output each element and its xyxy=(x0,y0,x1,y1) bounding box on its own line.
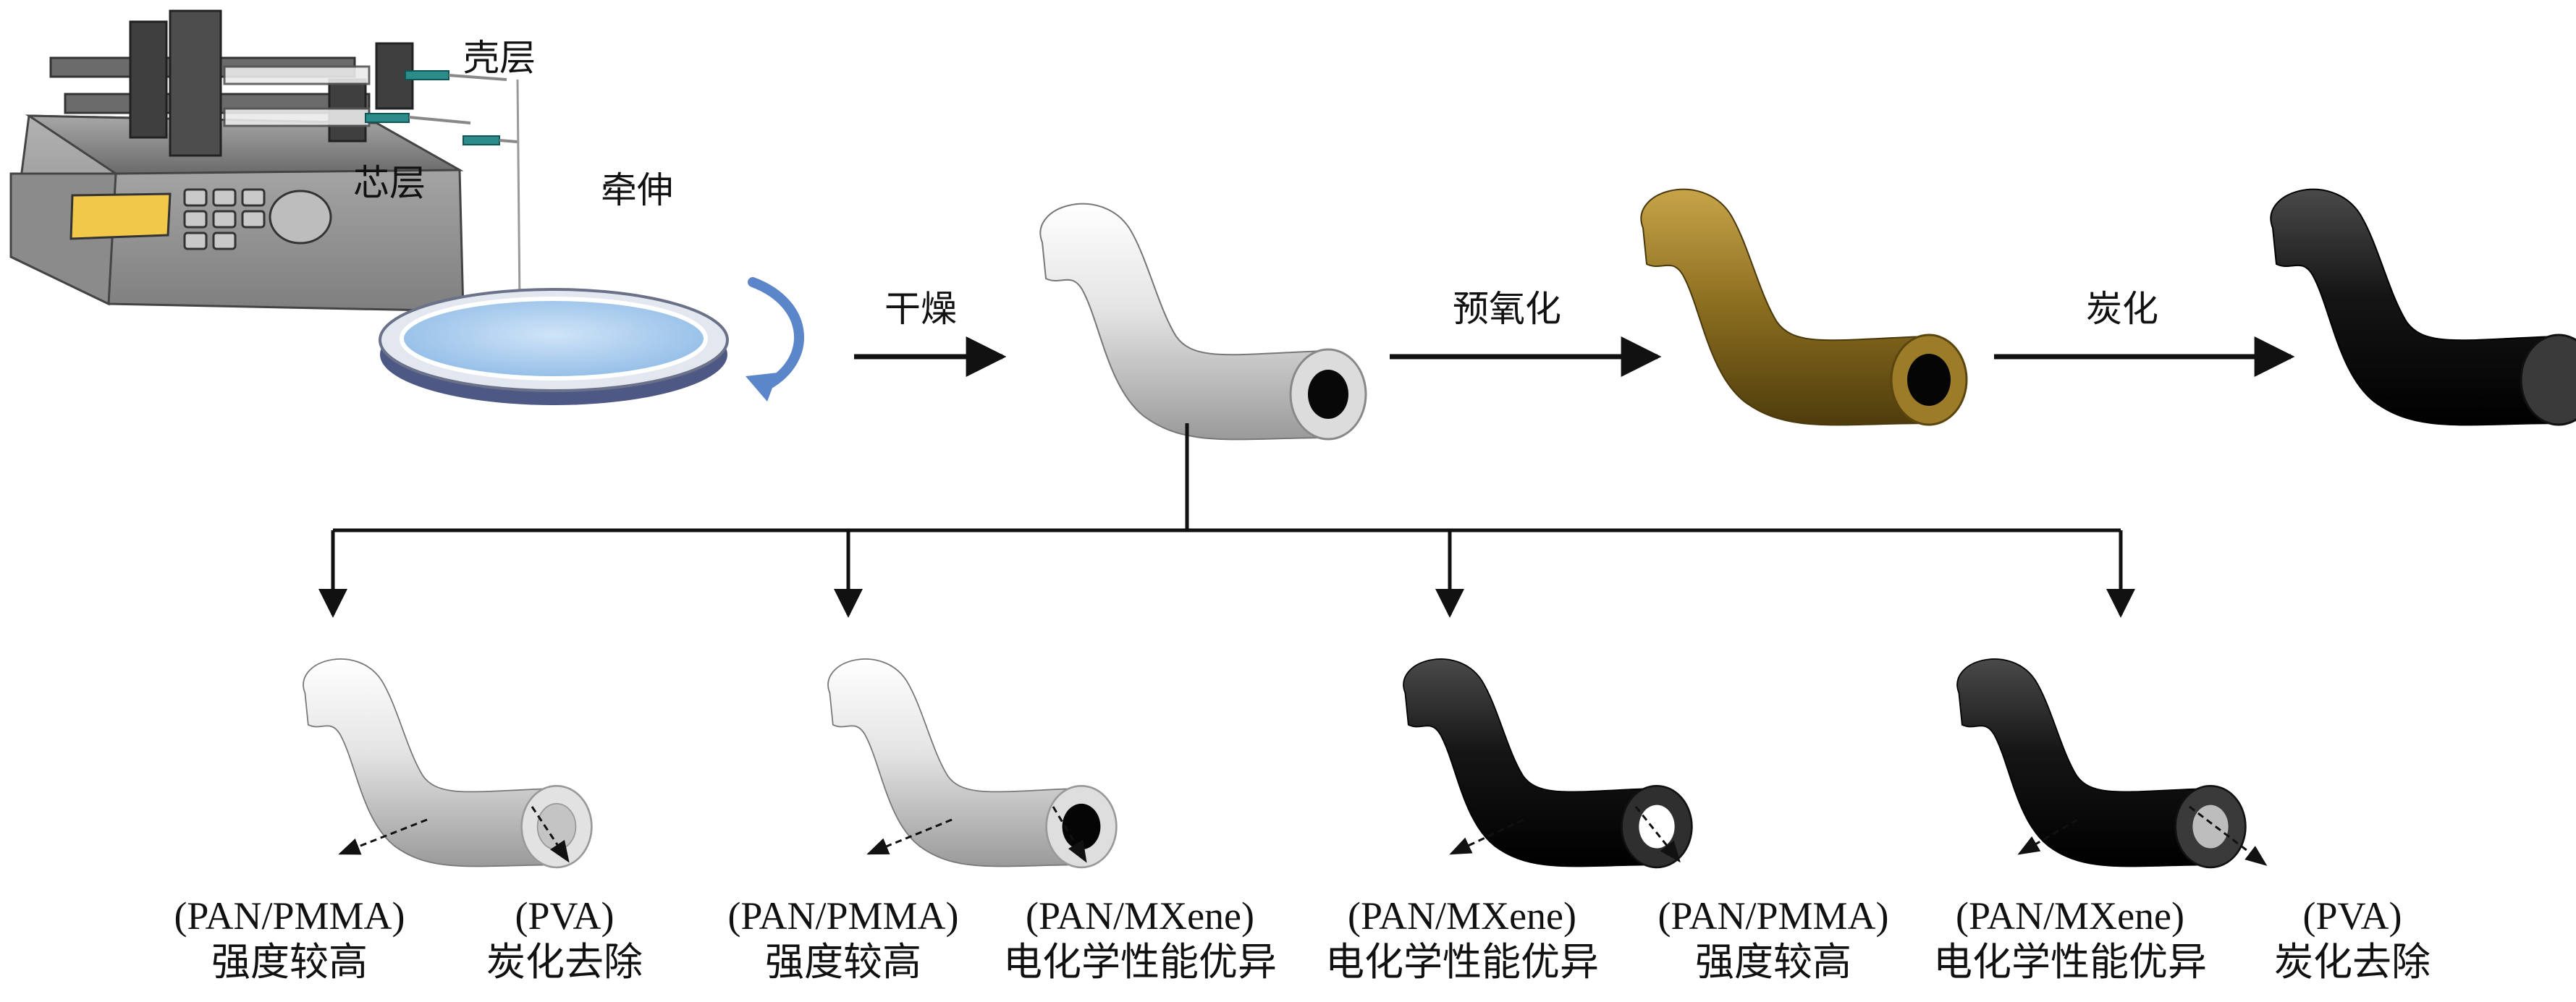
shell-label: 壳层 xyxy=(463,37,536,79)
caption-3-left-material: (PAN/MXene) xyxy=(1348,894,1576,938)
caption-1-left-property: 强度较高 xyxy=(211,939,368,985)
caption-3-right-material: (PAN/PMMA) xyxy=(1657,894,1889,938)
caption-1-right-property: 炭化去除 xyxy=(486,939,643,985)
branch-tree xyxy=(318,423,2135,618)
syringe-core xyxy=(223,107,518,145)
syringe-pump xyxy=(9,9,521,313)
rotation-arrow-icon xyxy=(746,277,804,402)
bottom-fiber-3 xyxy=(1403,658,1693,869)
caption-2-left-material: (PAN/PMMA) xyxy=(727,894,959,938)
syringe-shell xyxy=(223,65,507,85)
fiber-carbonized xyxy=(2270,188,2576,426)
preox-label: 预氧化 xyxy=(1453,288,1561,330)
fiber-preoxidized xyxy=(1640,188,1968,426)
bottom-fiber-2 xyxy=(827,658,1118,869)
caption-3-left: (PAN/MXene) 电化学性能优异 xyxy=(1303,893,1621,986)
coagulation-bath xyxy=(379,288,729,405)
fiber-as-spun xyxy=(1039,203,1367,441)
pump-display xyxy=(69,192,172,240)
output-fiber xyxy=(516,79,521,305)
caption-2-right-material: (PAN/MXene) xyxy=(1026,894,1254,938)
fiber-core xyxy=(1907,354,1951,406)
caption-1-right-material: (PVA) xyxy=(515,894,615,938)
caption-4-right: (PVA) 炭化去除 xyxy=(2251,893,2454,986)
caption-4-right-material: (PVA) xyxy=(2302,894,2402,938)
caption-3-left-property: 电化学性能优异 xyxy=(1325,939,1599,985)
dry-label: 干燥 xyxy=(884,288,957,330)
caption-1-left-material: (PAN/PMMA) xyxy=(174,894,405,938)
bottom-fiber-4 xyxy=(1956,658,2247,869)
caption-1-right: (PVA) 炭化去除 xyxy=(463,893,666,986)
caption-4-left: (PAN/MXene) 电化学性能优异 xyxy=(1911,893,2229,986)
pump-knob xyxy=(269,190,332,245)
caption-3-right: (PAN/PMMA) 强度较高 xyxy=(1621,893,1925,986)
caption-1-left: (PAN/PMMA) 强度较高 xyxy=(138,893,442,986)
core-label: 芯层 xyxy=(353,162,426,204)
caption-2-right: (PAN/MXene) 电化学性能优异 xyxy=(981,893,1299,986)
pointer-arrows xyxy=(338,805,2268,866)
carb-label: 炭化 xyxy=(2086,288,2158,330)
caption-4-right-property: 炭化去除 xyxy=(2274,939,2431,985)
caption-3-right-property: 强度较高 xyxy=(1695,939,1851,985)
bottom-fiber-1 xyxy=(303,658,593,869)
draw-label: 牵伸 xyxy=(601,169,673,211)
caption-4-left-material: (PAN/MXene) xyxy=(1956,894,2184,938)
fiber-core xyxy=(1308,370,1348,419)
caption-2-left: (PAN/PMMA) 强度较高 xyxy=(691,893,995,986)
caption-2-left-property: 强度较高 xyxy=(765,939,921,985)
caption-2-right-property: 电化学性能优异 xyxy=(1003,939,1277,985)
caption-4-left-property: 电化学性能优异 xyxy=(1933,939,2207,985)
pump-buttons xyxy=(183,188,266,250)
